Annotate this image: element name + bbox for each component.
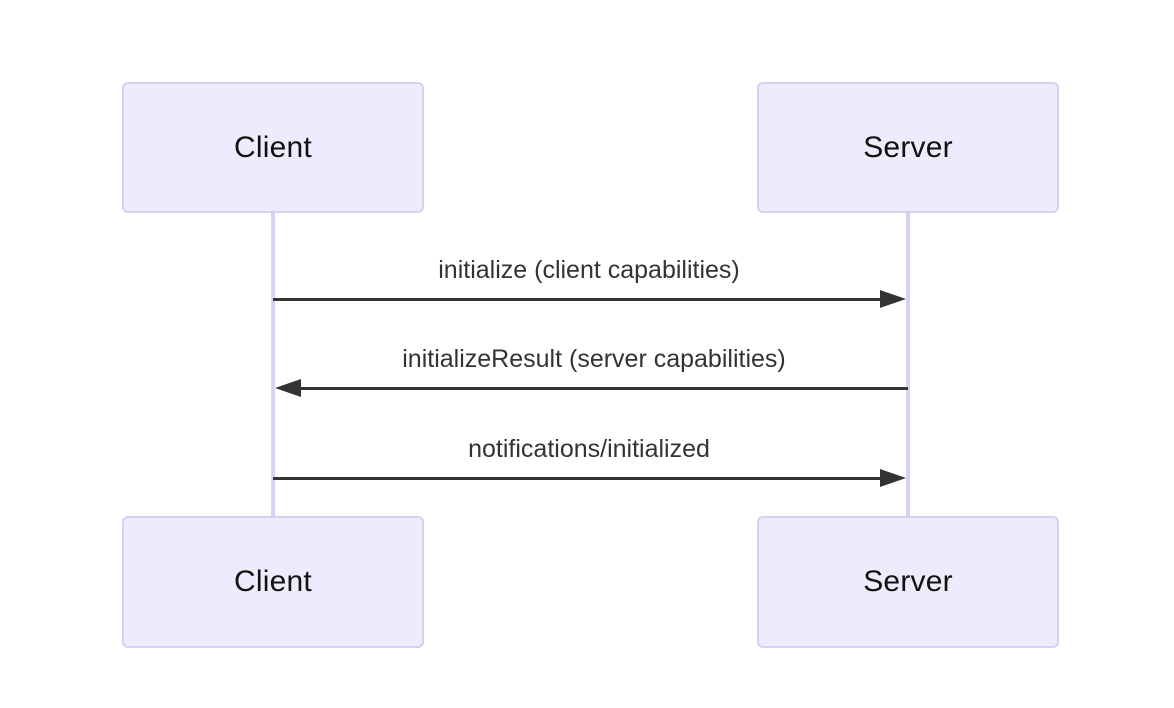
message-label-initialize: initialize (client capabilities) xyxy=(438,256,740,284)
message-line-initialize-result xyxy=(300,387,908,390)
participant-label-server-top: Server xyxy=(863,130,953,164)
arrowhead-right-icon xyxy=(880,469,906,487)
arrowhead-right-icon xyxy=(880,290,906,308)
participant-box-client-top[interactable]: Client xyxy=(122,82,424,213)
message-label-initialize-result: initializeResult (server capabilities) xyxy=(402,345,786,373)
message-line-initialize xyxy=(273,298,881,301)
participant-label-server-bottom: Server xyxy=(863,565,953,598)
participant-box-server-top[interactable]: Server xyxy=(757,82,1059,213)
lifeline-server xyxy=(906,213,910,516)
participant-box-client-bottom[interactable]: Client xyxy=(122,516,424,648)
participant-label-client-bottom: Client xyxy=(234,565,312,598)
arrowhead-left-icon xyxy=(275,379,301,397)
participant-label-client-top: Client xyxy=(234,130,312,164)
message-label-notifications-initialized: notifications/initialized xyxy=(468,435,710,463)
message-line-notifications-initialized xyxy=(273,477,881,480)
lifeline-client xyxy=(271,213,275,516)
participant-box-server-bottom[interactable]: Server xyxy=(757,516,1059,648)
